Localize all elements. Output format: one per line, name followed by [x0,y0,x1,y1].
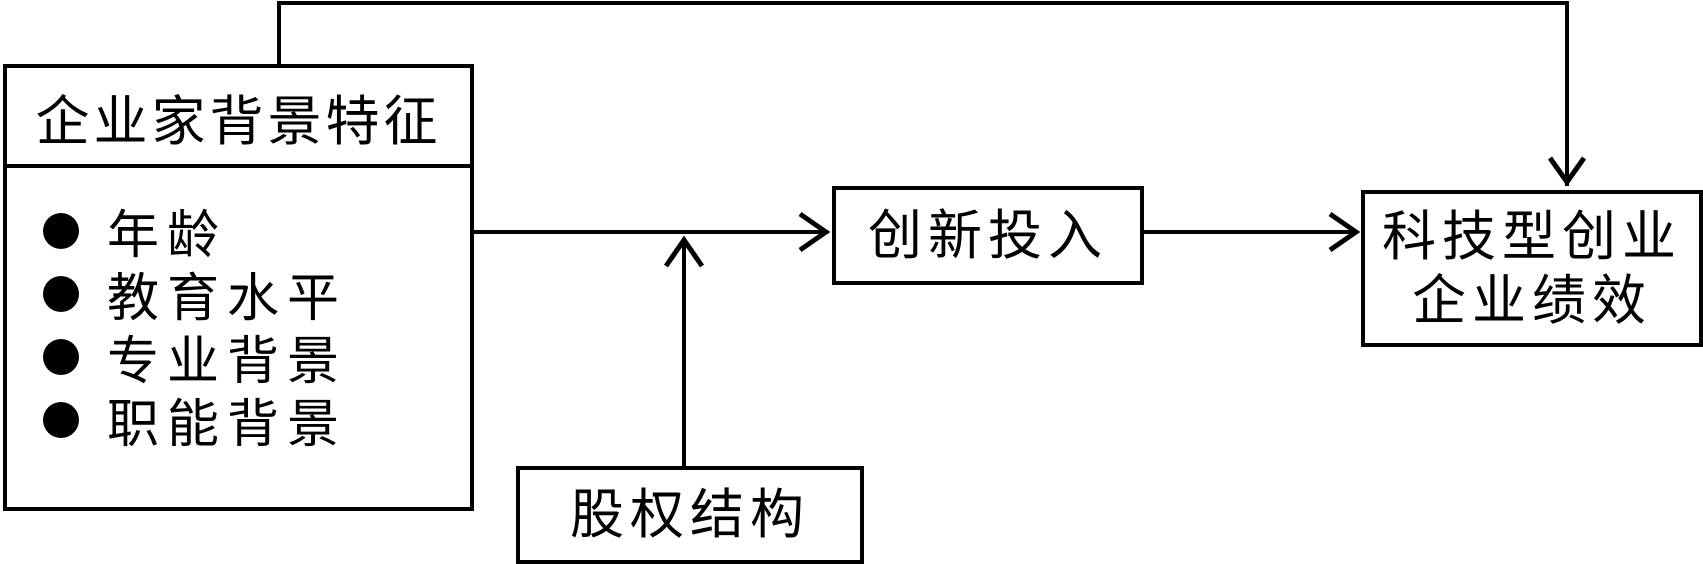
list-item-education: 教育水平 [43,256,347,331]
founder-background-box: 企业家背景特征 年龄 教育水平 专业背景 职能背景 [3,64,474,511]
bullet-icon [43,275,79,312]
innovation-input-label: 创新投入 [868,203,1108,267]
bullet-icon [43,338,79,375]
performance-label-line2: 企业绩效 [1412,268,1652,332]
performance-box: 科技型创业 企业绩效 [1361,190,1703,347]
performance-label-line1: 科技型创业 [1382,204,1682,268]
innovation-input-box: 创新投入 [832,186,1144,285]
arrow-founder-to-performance [277,1,1569,186]
list-item-label: 专业背景 [107,332,348,392]
arrowhead-right-performance [1328,211,1361,253]
list-item-label: 年龄 [107,206,228,266]
list-item-label: 教育水平 [107,269,348,329]
ownership-structure-box: 股权结构 [516,466,864,564]
list-item-function: 职能背景 [43,382,347,457]
arrowhead-down-performance [1547,156,1587,187]
arrowhead-up-path [663,235,705,268]
bullet-icon [43,212,79,249]
ownership-structure-label: 股权结构 [570,483,810,546]
list-item-age: 年龄 [43,193,227,268]
bullet-icon [43,401,79,438]
founder-background-title: 企业家背景特征 [7,68,470,168]
list-item-label: 职能背景 [107,395,348,455]
list-item-major: 专业背景 [43,319,347,394]
arrowhead-right-innovation [798,211,831,253]
